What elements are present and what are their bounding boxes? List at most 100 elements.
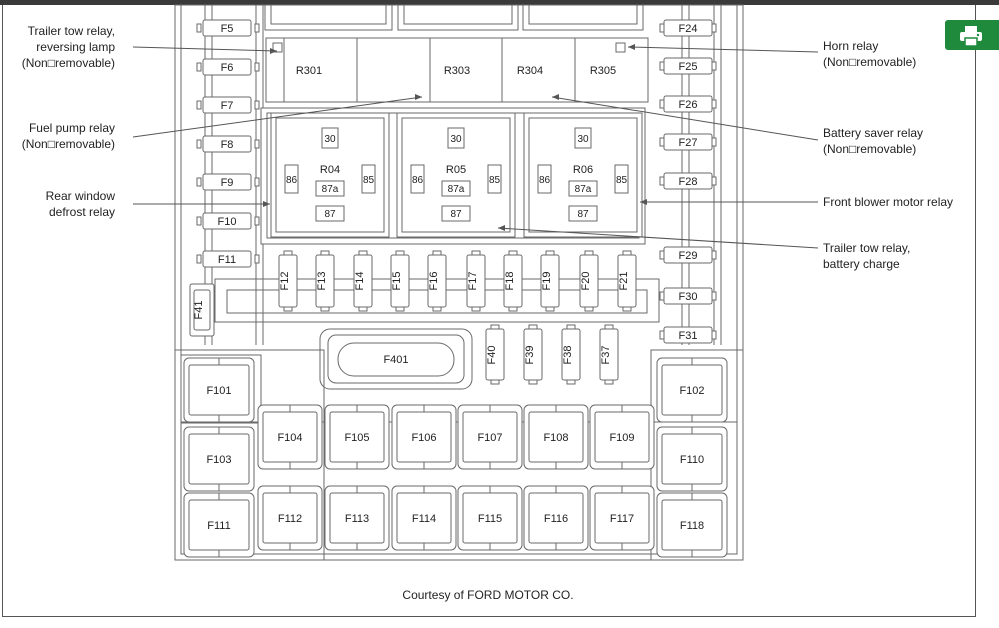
fuse-f401: F401 bbox=[319, 328, 473, 390]
fuse-label: F108 bbox=[543, 432, 568, 444]
relay-pin-87 bbox=[441, 205, 471, 222]
fuse-label: F12 bbox=[279, 272, 291, 291]
fuse-terminal bbox=[566, 324, 576, 330]
fuse-body bbox=[663, 326, 713, 344]
pointer-arrow bbox=[640, 199, 647, 205]
fuse-terminal bbox=[508, 250, 518, 256]
fuse-terminal bbox=[196, 23, 202, 33]
fuse-f107: F107 bbox=[457, 404, 523, 470]
callout-text: Fuel pump relay bbox=[29, 121, 115, 135]
callout-text: (Non□removable) bbox=[22, 137, 115, 151]
fuse-label: F11 bbox=[218, 254, 236, 266]
fuse-label: F112 bbox=[278, 513, 302, 525]
fuse-terminal bbox=[196, 139, 202, 149]
fuse-body bbox=[663, 287, 713, 305]
fuse-body bbox=[485, 328, 505, 381]
fuse-label: F111 bbox=[207, 520, 230, 532]
relay-pin-86 bbox=[284, 164, 299, 194]
fuse-body bbox=[427, 254, 447, 308]
fuse-f104: F104 bbox=[257, 404, 323, 470]
fuse-label: F15 bbox=[391, 272, 403, 291]
callout-text: (Non□removable) bbox=[22, 56, 115, 70]
credit-caption: Courtesy of FORD MOTOR CO. bbox=[402, 588, 574, 602]
callout-text: (Non□removable) bbox=[823, 55, 916, 69]
fuse-label: F116 bbox=[544, 513, 568, 525]
pin-label: 87 bbox=[577, 209, 589, 220]
fuse-f31: F31 bbox=[659, 326, 717, 344]
relay-pin-85 bbox=[361, 164, 376, 194]
fuse-label: F38 bbox=[562, 346, 574, 365]
fuse-label: F101 bbox=[206, 385, 231, 397]
fuse-f24: F24 bbox=[659, 19, 717, 37]
fuse-f25: F25 bbox=[659, 57, 717, 75]
fuse-terminal bbox=[395, 306, 405, 312]
fuse-terminal bbox=[395, 250, 405, 256]
fuse-body bbox=[579, 254, 599, 308]
fuse-f12: F12 bbox=[278, 250, 298, 312]
fuse-terminal bbox=[432, 250, 442, 256]
fuse-label: F9 bbox=[221, 177, 234, 189]
relay-pin-85 bbox=[614, 164, 629, 194]
fuse-f30: F30 bbox=[659, 287, 717, 305]
fuse-label: F25 bbox=[679, 61, 698, 73]
fuse-body bbox=[466, 254, 486, 308]
fuse-body bbox=[663, 172, 713, 190]
fuse-label: F115 bbox=[478, 513, 502, 525]
fuse-terminal bbox=[711, 23, 717, 33]
fuse-terminal bbox=[584, 306, 594, 312]
fuse-body bbox=[202, 212, 252, 230]
print-button[interactable] bbox=[945, 20, 999, 50]
fuse-terminal bbox=[711, 99, 717, 109]
fuse-terminal bbox=[254, 62, 260, 72]
fuse-terminal bbox=[254, 23, 260, 33]
relay-pin-30 bbox=[321, 127, 339, 149]
callout-text: (Non□removable) bbox=[823, 142, 916, 156]
pointer-arrow bbox=[498, 225, 505, 231]
fuse-f7: F7 bbox=[196, 96, 260, 114]
fuse-f11: F11 bbox=[196, 250, 260, 268]
fuse-label: F106 bbox=[411, 432, 436, 444]
relay-notch bbox=[615, 42, 626, 53]
pin-label: 85 bbox=[489, 175, 501, 186]
fuse-terminal bbox=[196, 100, 202, 110]
relay-label-r303: R303 bbox=[444, 65, 470, 77]
fuse-body bbox=[663, 95, 713, 113]
fuse-terminal bbox=[659, 330, 665, 340]
fuse-f108: F108 bbox=[523, 404, 589, 470]
fuse-f39: F39 bbox=[523, 324, 543, 385]
fuse-body bbox=[523, 328, 543, 381]
fuse-f37: F37 bbox=[599, 324, 619, 385]
callout-text: Trailer tow relay, bbox=[28, 24, 115, 38]
top-bar bbox=[0, 0, 999, 5]
fuse-body bbox=[202, 173, 252, 191]
pointer-arrow bbox=[270, 48, 277, 54]
fuse-label: F102 bbox=[679, 385, 704, 397]
relay-pin-86 bbox=[537, 164, 552, 194]
fuse-f111: F111 bbox=[183, 492, 255, 558]
pin-label: 87 bbox=[324, 209, 336, 220]
pointer-arrow bbox=[415, 94, 422, 100]
fuse-terminal bbox=[320, 250, 330, 256]
fuse-f118: F118 bbox=[656, 492, 728, 558]
relay-notch bbox=[272, 42, 283, 53]
fuse-label: F29 bbox=[679, 250, 698, 262]
pin-label: 87 bbox=[450, 209, 462, 220]
fuse-f112: F112 bbox=[257, 485, 323, 551]
fuse-label: F31 bbox=[679, 330, 698, 342]
fuse-body bbox=[390, 254, 410, 308]
fuse-terminal bbox=[508, 306, 518, 312]
relay-pin-30 bbox=[447, 127, 465, 149]
fuse-f13: F13 bbox=[315, 250, 335, 312]
relay-label: R04 bbox=[320, 164, 340, 176]
fuse-label: F114 bbox=[412, 513, 436, 525]
fuse-terminal bbox=[196, 177, 202, 187]
fuse-label: F6 bbox=[221, 62, 234, 74]
fuse-label: F39 bbox=[524, 346, 536, 365]
pointer-arrow bbox=[628, 44, 635, 50]
